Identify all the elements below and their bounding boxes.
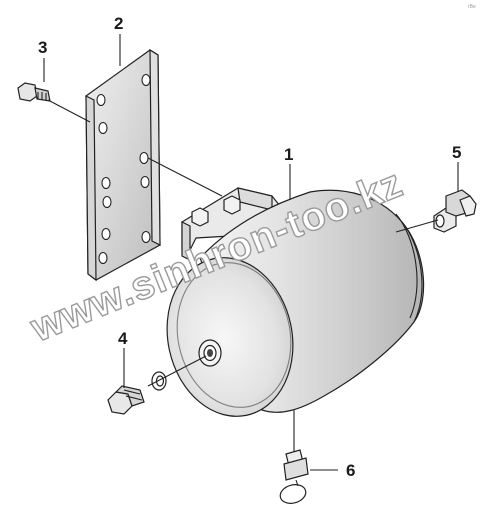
bolt — [17, 82, 51, 102]
callout-4: 4 — [118, 329, 128, 348]
callout-2: 2 — [114, 14, 123, 33]
drain-valve — [279, 449, 309, 504]
air-receiver-tank — [166, 189, 425, 417]
tank-cradle — [181, 187, 281, 261]
drain-plug — [107, 385, 145, 415]
sealing-washer — [151, 371, 167, 391]
callout-5: 5 — [452, 143, 461, 162]
corner-mark: rBe — [468, 4, 476, 10]
callout-3: 3 — [38, 38, 47, 57]
mounting-bracket — [85, 48, 161, 282]
leader-lines — [43, 34, 459, 471]
callout-1: 1 — [284, 145, 293, 164]
callout-6: 6 — [346, 461, 355, 480]
elbow-fitting — [433, 189, 477, 233]
